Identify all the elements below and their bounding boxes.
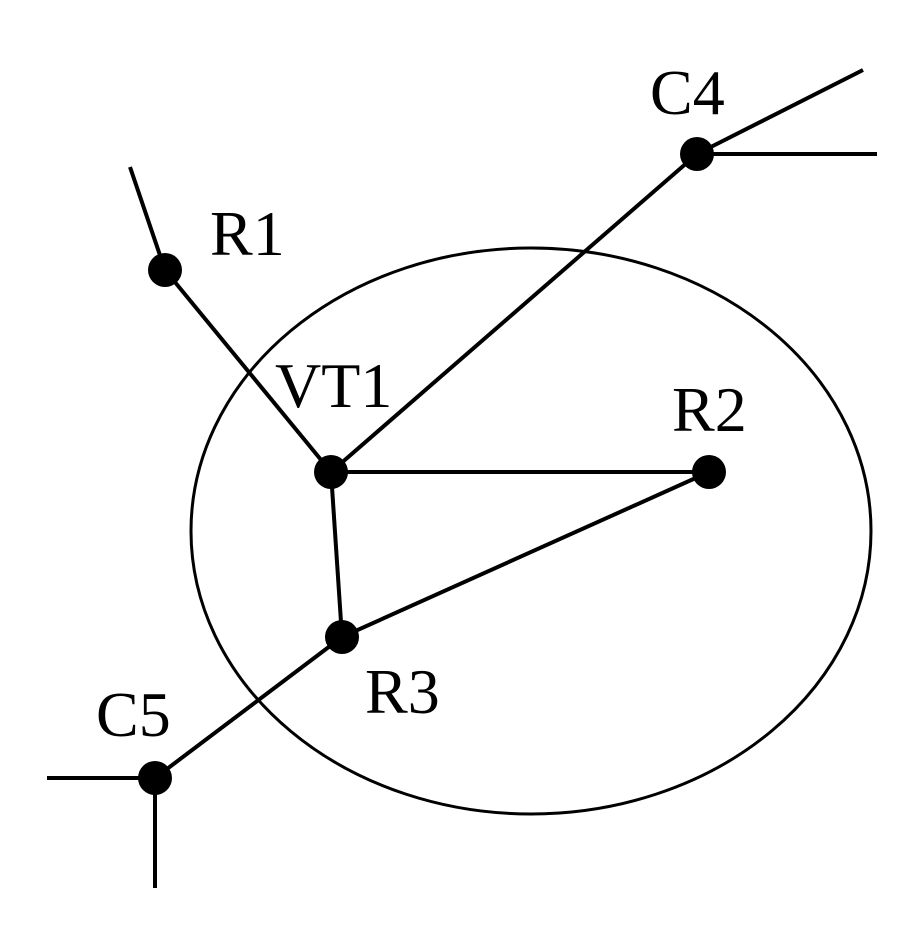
label-r1: R1 [210,198,285,269]
edge-r2-r3 [341,470,710,639]
node-r3 [325,620,359,654]
label-c4: C4 [650,57,725,128]
stub-c4-upper [696,68,864,156]
edge-r3-c5 [153,635,344,780]
label-vt1: VT1 [275,350,392,421]
node-c5 [138,761,172,795]
node-r2 [692,455,726,489]
node-c4 [680,137,714,171]
edge-vt1-c4 [329,152,699,474]
label-c5: C5 [96,679,171,750]
stub-r1 [128,166,167,271]
edge-r1-vt1 [163,268,333,474]
region-boundary [189,246,873,816]
label-r2: R2 [672,374,747,445]
node-vt1 [314,455,348,489]
edge-vt1-r3 [329,471,344,638]
label-r3: R3 [365,656,440,727]
node-r1 [148,253,182,287]
